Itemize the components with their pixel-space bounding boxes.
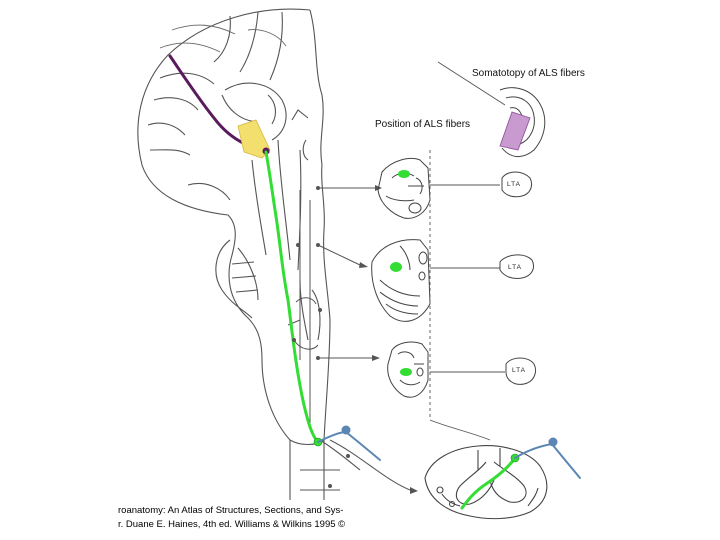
position-title: Position of ALS fibers	[375, 119, 471, 130]
primary-afferent-right	[514, 443, 581, 479]
arrowheads	[359, 185, 418, 494]
somatotopy-inset	[437, 61, 546, 157]
dorsal-root-ganglion-left	[341, 425, 351, 435]
lta-label-middle: LTA	[508, 264, 522, 271]
anterolateral-system-tract	[264, 150, 320, 444]
somatotopy-band	[499, 111, 531, 151]
lta-label-upper: LTA	[507, 181, 521, 188]
als-position-marker-midbrain	[398, 170, 410, 178]
brain-outline	[137, 8, 361, 500]
section-pons	[371, 239, 431, 322]
somatotopy-title: Somatotopy of ALS fibers	[472, 68, 585, 79]
citation-line-2: r. Duane E. Haines, 4th ed. Williams & W…	[118, 519, 346, 530]
citation-line-1: roanatomy: An Atlas of Structures, Secti…	[118, 505, 344, 516]
spinal-cord-section	[424, 445, 548, 520]
als-position-marker-medulla	[400, 368, 412, 376]
lta-outlines	[499, 171, 537, 385]
section-midbrain	[377, 158, 431, 219]
relay-dots	[292, 186, 350, 488]
cortex-folds	[159, 24, 287, 53]
dashed-guides	[429, 150, 505, 441]
figure-citation: roanatomy: An Atlas of Structures, Secti…	[118, 504, 345, 532]
relay-lines	[287, 187, 411, 491]
dorsal-root-ganglion-right	[548, 437, 558, 447]
spinal-als-crossing	[460, 456, 517, 510]
als-position-marker-pons	[390, 262, 402, 272]
lta-label-lower: LTA	[512, 367, 526, 374]
section-medulla	[387, 341, 429, 398]
